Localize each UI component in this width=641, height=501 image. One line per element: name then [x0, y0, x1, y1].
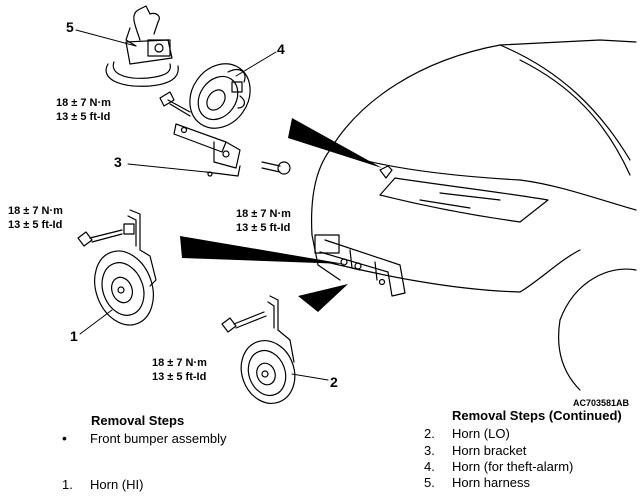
step-label: Horn bracket	[452, 443, 527, 458]
step-label: Horn (HI)	[90, 477, 144, 492]
removal-step-5: 5. Horn harness	[424, 475, 530, 490]
torque-ftlb: 13 ± 5 ft-Id	[56, 111, 111, 123]
torque-spec-bottom: 18 ± 7 N·m 13 ± 5 ft-Id	[152, 356, 207, 384]
vehicle-front-illustration	[311, 39, 637, 391]
step-number: 4.	[424, 459, 435, 474]
removal-steps-continued-title: Removal Steps (Continued)	[452, 408, 622, 423]
horn-harness-illustration	[105, 5, 179, 87]
step-label: Horn (for theft-alarm)	[452, 459, 574, 474]
callout-2: 2	[330, 374, 338, 390]
removal-step-4: 4. Horn (for theft-alarm)	[424, 459, 573, 474]
horn-hi-illustration	[77, 209, 157, 326]
torque-ftlb: 13 ± 5 ft-Id	[152, 371, 207, 383]
horn-bracket-illustration	[173, 123, 241, 177]
torque-spec-middle: 18 ± 7 N·m 13 ± 5 ft-Id	[236, 207, 291, 235]
removal-step-2: 2. Horn (LO)	[424, 426, 510, 441]
step-label: Front bumper assembly	[90, 431, 227, 446]
bullet-icon: •	[62, 430, 67, 446]
removal-step-1: 1. Horn (HI)	[62, 477, 143, 492]
pointer-wedges	[180, 118, 382, 312]
callout-4: 4	[277, 41, 285, 57]
callout-3: 3	[114, 154, 122, 170]
bolt-middle-illustration	[261, 161, 291, 175]
torque-nm: 18 ± 7 N·m	[8, 205, 63, 217]
callout-5: 5	[66, 19, 74, 35]
torque-spec-left: 18 ± 7 N·m 13 ± 5 ft-Id	[8, 204, 63, 232]
step-number: 2.	[424, 426, 435, 441]
torque-nm: 18 ± 7 N·m	[236, 208, 291, 220]
step-number: 1.	[62, 477, 73, 492]
figure-id: AC703581AB	[573, 398, 630, 408]
removal-steps-title: Removal Steps	[91, 413, 185, 428]
torque-ftlb: 13 ± 5 ft-Id	[8, 219, 63, 231]
step-number: 5.	[424, 475, 435, 490]
horn-lo-illustration	[221, 295, 296, 404]
bolt-upper-illustration	[159, 91, 191, 117]
removal-step-3: 3. Horn bracket	[424, 443, 526, 458]
removal-step-bullet: • Front bumper assembly	[62, 430, 227, 446]
torque-nm: 18 ± 7 N·m	[152, 357, 207, 369]
step-label: Horn (LO)	[452, 426, 510, 441]
torque-nm: 18 ± 7 N·m	[56, 97, 111, 109]
step-label: Horn harness	[452, 475, 531, 490]
leader-lines	[75, 29, 329, 381]
torque-spec-top: 18 ± 7 N·m 13 ± 5 ft-Id	[56, 96, 111, 124]
torque-ftlb: 13 ± 5 ft-Id	[236, 222, 291, 234]
step-number: 3.	[424, 443, 435, 458]
theft-alarm-horn-illustration	[189, 63, 251, 129]
callout-1: 1	[70, 328, 78, 344]
